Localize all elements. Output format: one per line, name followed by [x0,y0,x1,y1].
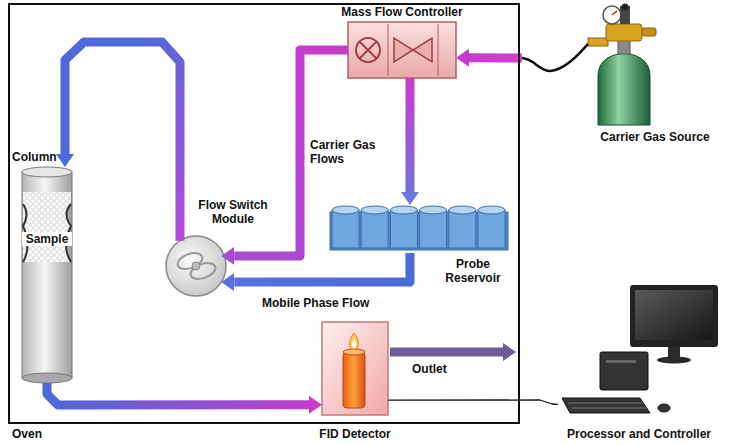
gas-cylinder-art-part [606,24,642,41]
fid-detector-art-part [322,322,388,415]
mass-flow-controller-art-part [394,38,413,62]
fid-detector-art [322,322,388,415]
column-art-part [22,373,72,383]
fid-detector: FID Detector [322,322,388,415]
mass-flow-controller-art-part [360,42,377,59]
probe-reservoir-art-part [361,210,388,248]
node-label: FID Detector [305,427,405,441]
gas-cylinder-art-part [612,11,617,15]
column: ColumnSample [22,167,72,383]
column-art-part [23,192,71,262]
computer-art-part [668,347,680,358]
oven-region: OvenMass Flow ControllerColumnSampleFlow… [8,3,520,424]
node-label: Carrier Gas Source [585,130,725,144]
flow-switch-art-part [192,262,200,270]
probe-reservoir-art-part [332,210,359,248]
computer-art-part [635,290,713,340]
probe-reservoir-art-part [420,206,447,214]
probe-reservoir-art-part [361,206,388,214]
gas-cylinder-art-part [618,40,630,54]
mass-flow-controller-art-part [360,42,377,59]
probe-reservoir-art-part [449,206,476,214]
gas-cylinder-art-part [598,53,650,125]
computer-art-part [606,360,636,363]
mass-flow-controller-art-part [348,22,456,78]
processor-controller: Processor and Controller [558,283,720,415]
node-label: Flow Switch Module [190,198,276,226]
computer-art-part [562,398,650,413]
outlet-arrow [390,352,503,353]
gas-cylinder-art-part [642,28,656,36]
node-body-label: Sample [22,232,72,246]
probe-reservoir-art [330,206,508,250]
node-label: Column [12,150,72,164]
fid-detector-art-part [343,352,365,408]
computer-art-part [571,408,646,409]
probe-reservoir: Probe Reservoir [330,205,508,253]
probe-reservoir-art-part [390,206,417,214]
probe-reservoir-art-part [332,206,359,214]
fid-detector-art-part [343,349,365,355]
computer-art-part [600,352,648,390]
probe-reservoir-art-part [478,210,505,248]
computer-art-part [568,403,643,404]
signal-wire-line [388,400,558,404]
signal-wire [388,400,558,404]
node-label: Processor and Controller [558,427,720,441]
probe-reservoir-art-part [478,206,505,214]
gas-cylinder-art-part [603,6,621,24]
outlet-label: Outlet [412,362,462,376]
gas-cylinder-art-part [588,38,608,46]
computer-art [562,285,718,413]
column-art-part [22,167,72,177]
fid-detector-art-part [352,339,356,348]
gas-cylinder-art-part [622,4,629,11]
mass-flow-controller-art-part [356,38,380,62]
flow-pipe-line [405,78,414,192]
column-art [22,167,72,383]
flow-pipe-line [47,383,309,405]
mass-flow-controller-art [348,22,456,78]
node-label: Mass Flow Controller [328,5,476,19]
flow-pipe [65,42,180,241]
mass-flow-controller-art-part [438,24,439,76]
computer-art-part [657,357,691,364]
flow-pipe-line [469,53,522,62]
flow-pipe-line [234,253,410,282]
computer-art-part [658,404,670,412]
gas-cylinder-art [588,4,656,126]
flow-pipe [234,253,410,282]
carrier-gas-source: Carrier Gas Source [588,4,660,125]
node-label: Oven [12,427,72,441]
flow-pipe [409,78,410,192]
flow-pipe-line [65,42,180,241]
node-label: Probe Reservoir [438,257,508,285]
fid-detector-art-part [350,333,359,349]
probe-reservoir-art-part [390,210,417,248]
flow-label: Mobile Phase Flow [262,296,382,310]
gas-hose [522,44,588,71]
mass-flow-controller-art-part [413,38,432,62]
probe-reservoir-art-part [420,210,447,248]
mass-flow-controller: Mass Flow Controller [348,22,456,78]
outlet-arrow-part [390,348,503,357]
flow-switch-art-part [166,236,226,296]
flow-label: Carrier Gas Flows [310,138,390,166]
computer-art-part [630,285,718,347]
flow-switch-module: Flow Switch Module [166,236,226,296]
flow-pipe [469,44,588,71]
flow-switch-art-part [175,250,204,272]
probe-reservoir-art-part [449,210,476,248]
flow-switch-art [166,236,226,296]
flow-switch-art-part [188,260,217,282]
mass-flow-controller-art-part [388,24,389,76]
column-art-part [22,172,72,378]
flow-pipe [47,383,309,405]
